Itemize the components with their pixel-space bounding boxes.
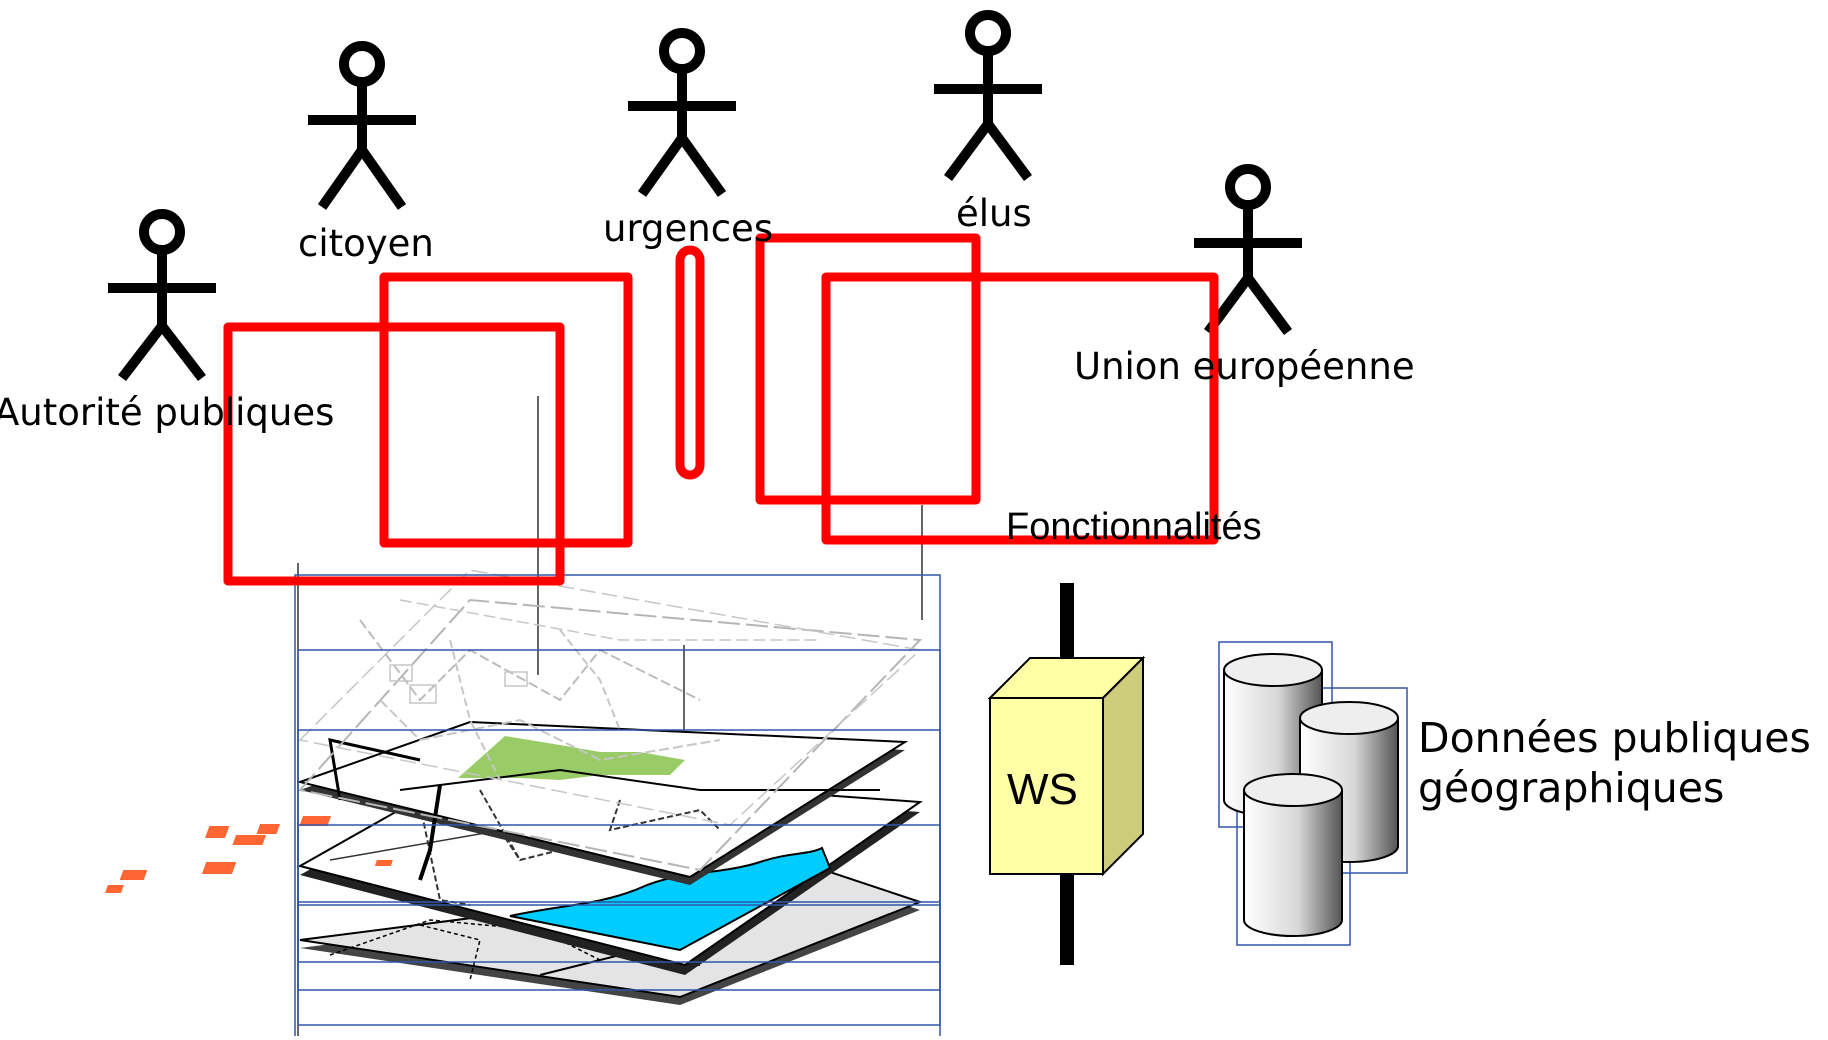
- actor-label-citoyen: citoyen: [298, 222, 434, 265]
- actor-autorite-icon: [108, 209, 216, 382]
- map-layers-illustration: [104, 569, 923, 1005]
- data-label-line2: géographiques: [1418, 764, 1725, 812]
- database-icon: [1243, 773, 1343, 937]
- actor-elus-icon: [934, 10, 1042, 181]
- fonctionnalites-label: Fonctionnalités: [1006, 506, 1262, 548]
- functionality-frames: [223, 233, 1219, 586]
- ws-service-box: [987, 583, 1146, 965]
- actor-label-elus: élus: [956, 192, 1032, 235]
- data-label-line1: Données publiques: [1418, 714, 1811, 762]
- database-cylinders: [1223, 653, 1399, 937]
- actor-label-ue: Union européenne: [1074, 345, 1415, 388]
- ws-label: WS: [1007, 765, 1078, 814]
- actor-label-autorite: Autorité publiques: [0, 391, 335, 434]
- actor-citoyen-icon: [308, 41, 416, 210]
- actor-label-urgences: urgences: [603, 207, 774, 250]
- actor-urgences-icon: [628, 28, 736, 197]
